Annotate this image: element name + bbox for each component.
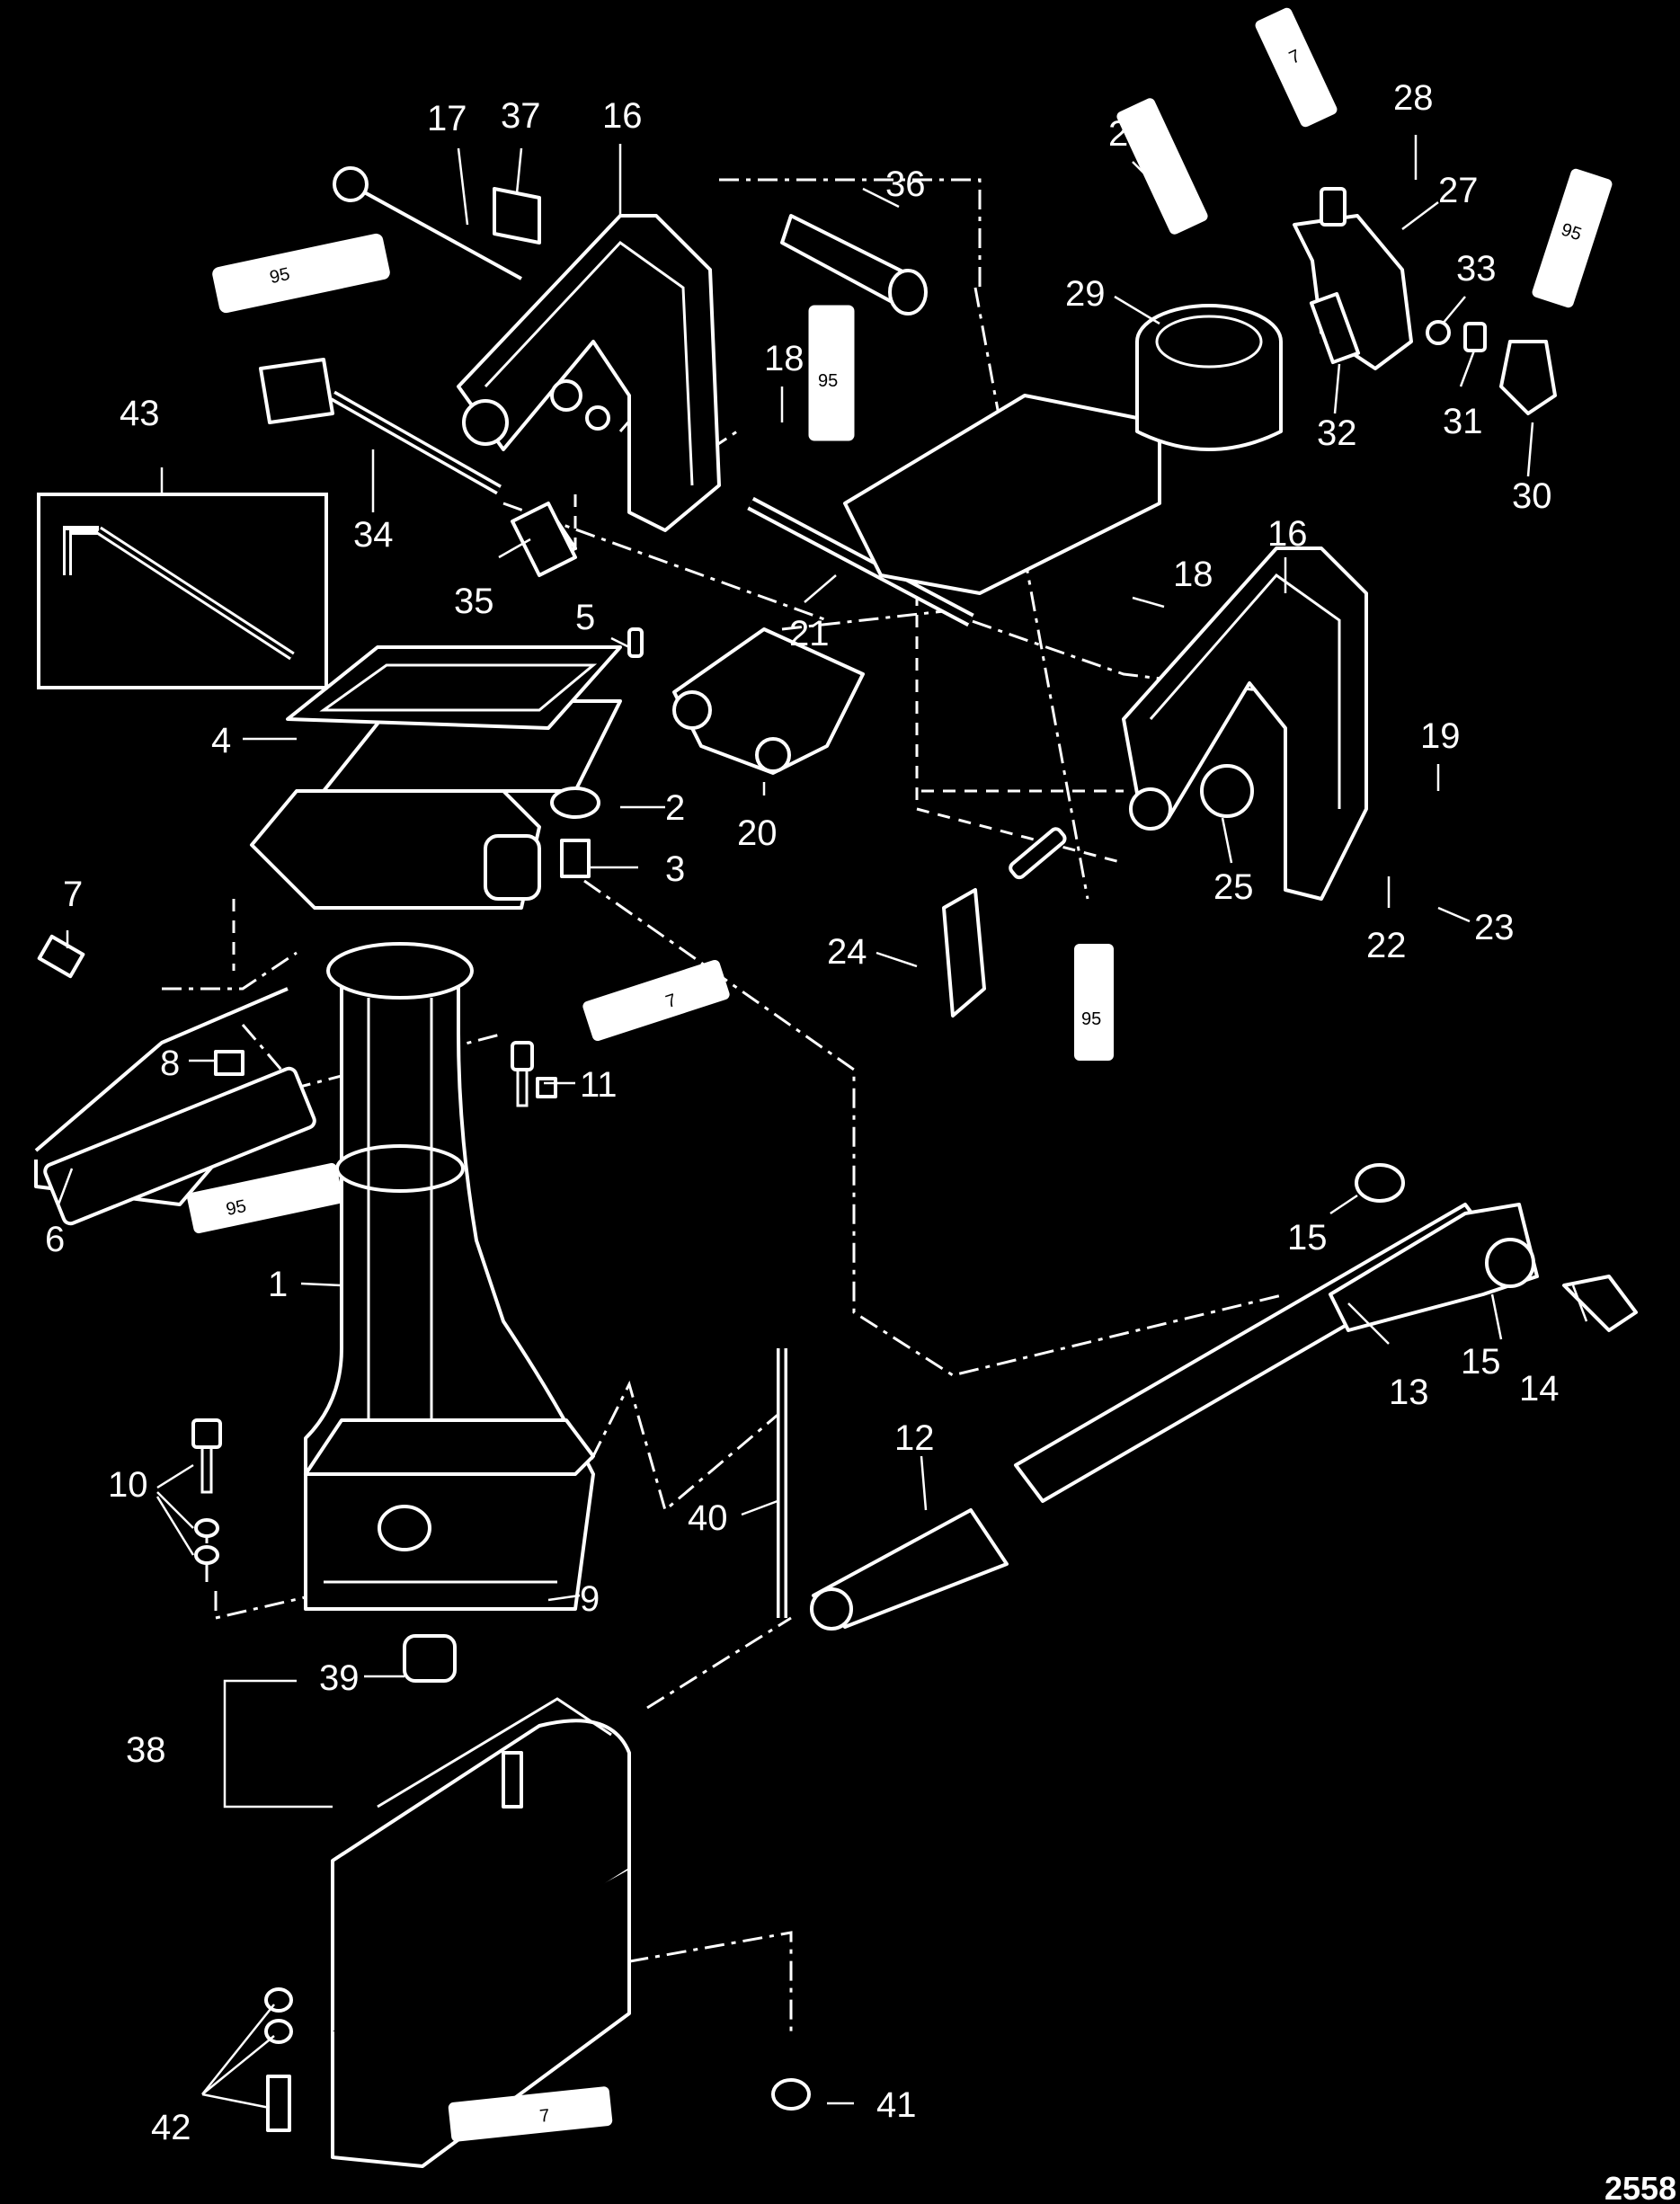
sealant-tube-icon: 95 <box>1074 944 1114 1061</box>
callout-33: 33 <box>1456 249 1497 289</box>
callout-3: 3 <box>665 849 685 889</box>
sealant-tube-icon: 95 <box>187 1162 343 1234</box>
callout-21: 21 <box>789 614 830 653</box>
svg-text:95: 95 <box>1081 1009 1101 1029</box>
figure-id: 2558 <box>1604 2170 1676 2204</box>
callout-31: 31 <box>1443 402 1483 441</box>
callout-9: 9 <box>580 1579 600 1619</box>
callout-34: 34 <box>353 515 394 555</box>
callout-23: 23 <box>1474 908 1515 947</box>
lower-support-bracket <box>34 934 316 1226</box>
callout-numbers: 1 2 3 4 5 6 7 8 9 10 11 12 13 14 15 15 1… <box>45 78 1560 2147</box>
callout-35: 35 <box>454 582 494 621</box>
screws <box>191 1041 557 1565</box>
driveshaft-housing <box>304 942 595 1611</box>
sealant-tube-icon: 7 <box>1255 7 1338 128</box>
callout-25: 25 <box>1213 867 1254 907</box>
tiller-handle <box>810 1163 1638 1631</box>
callout-1: 1 <box>268 1265 288 1304</box>
callout-43: 43 <box>120 394 160 433</box>
callout-40: 40 <box>688 1498 728 1538</box>
callout-17: 17 <box>427 99 467 138</box>
callout-39: 39 <box>319 1658 360 1698</box>
callout-37: 37 <box>501 96 541 136</box>
callout-8: 8 <box>160 1044 180 1083</box>
callout-4: 4 <box>211 721 231 760</box>
sealant-tube-icon: 7 <box>582 959 730 1042</box>
callout-15: 15 <box>1287 1218 1328 1258</box>
callout-22: 22 <box>1366 926 1407 965</box>
callout-12: 12 <box>894 1418 935 1458</box>
callout-7: 7 <box>63 875 83 914</box>
callout-38: 38 <box>126 1730 166 1770</box>
sealant-tube-icon: 95 <box>1532 168 1613 308</box>
callout-41: 41 <box>876 2085 917 2125</box>
callout-19: 19 <box>1420 716 1461 756</box>
sealant-tube-icon: 7 <box>1600 1225 1610 1245</box>
callout-26: 26 <box>1108 114 1149 154</box>
callout-18b: 18 <box>1173 555 1213 594</box>
sealant-tube-icon: 7 <box>448 2086 613 2142</box>
callout-18: 18 <box>764 339 804 378</box>
svg-text:95: 95 <box>225 1196 248 1220</box>
callout-30: 30 <box>1512 476 1552 516</box>
clamp-bracket-left <box>457 214 721 532</box>
callout-10: 10 <box>108 1465 148 1505</box>
svg-text:95: 95 <box>818 371 838 391</box>
callout-16: 16 <box>602 96 643 136</box>
sealant-tubes: 95 95 95 95 95 7 7 7 <box>187 7 1613 2142</box>
callout-13: 13 <box>1389 1373 1429 1412</box>
adaptor-plate <box>250 627 644 910</box>
svg-text:95: 95 <box>268 264 291 288</box>
clamp-bracket-right <box>1122 547 1368 901</box>
through-bolt <box>747 496 974 627</box>
swivel-bracket <box>843 304 1283 595</box>
callout-15b: 15 <box>1461 1342 1501 1382</box>
misc-hardware <box>333 166 928 577</box>
callout-6: 6 <box>45 1220 65 1259</box>
callout-24: 24 <box>827 932 867 972</box>
sealant-tube-icon: 95 <box>808 305 855 441</box>
svg-text:95: 95 <box>1176 129 1202 156</box>
reverse-lock <box>942 827 1067 1018</box>
callout-29: 29 <box>1065 274 1106 314</box>
svg-text:7: 7 <box>538 2106 550 2127</box>
callout-27: 27 <box>1438 171 1479 210</box>
sealant-tube-icon: 95 <box>212 233 390 314</box>
pivot-block <box>672 627 865 775</box>
callout-2: 2 <box>665 788 685 828</box>
callout-leaders <box>57 135 1588 2110</box>
svg-text:7: 7 <box>1600 1225 1610 1245</box>
callout-14: 14 <box>1519 1369 1560 1409</box>
steering-friction-parts <box>1293 187 1557 415</box>
callout-36: 36 <box>885 164 926 204</box>
callout-11: 11 <box>580 1065 618 1105</box>
callout-20: 20 <box>737 813 778 853</box>
water-tube-and-hardware <box>264 1348 811 2132</box>
callout-16b: 16 <box>1267 514 1308 554</box>
callout-32: 32 <box>1317 413 1357 453</box>
callout-42: 42 <box>151 2108 191 2147</box>
callout-5: 5 <box>575 598 595 637</box>
callout-28: 28 <box>1393 78 1434 118</box>
water-tube-cover <box>331 1634 631 2168</box>
